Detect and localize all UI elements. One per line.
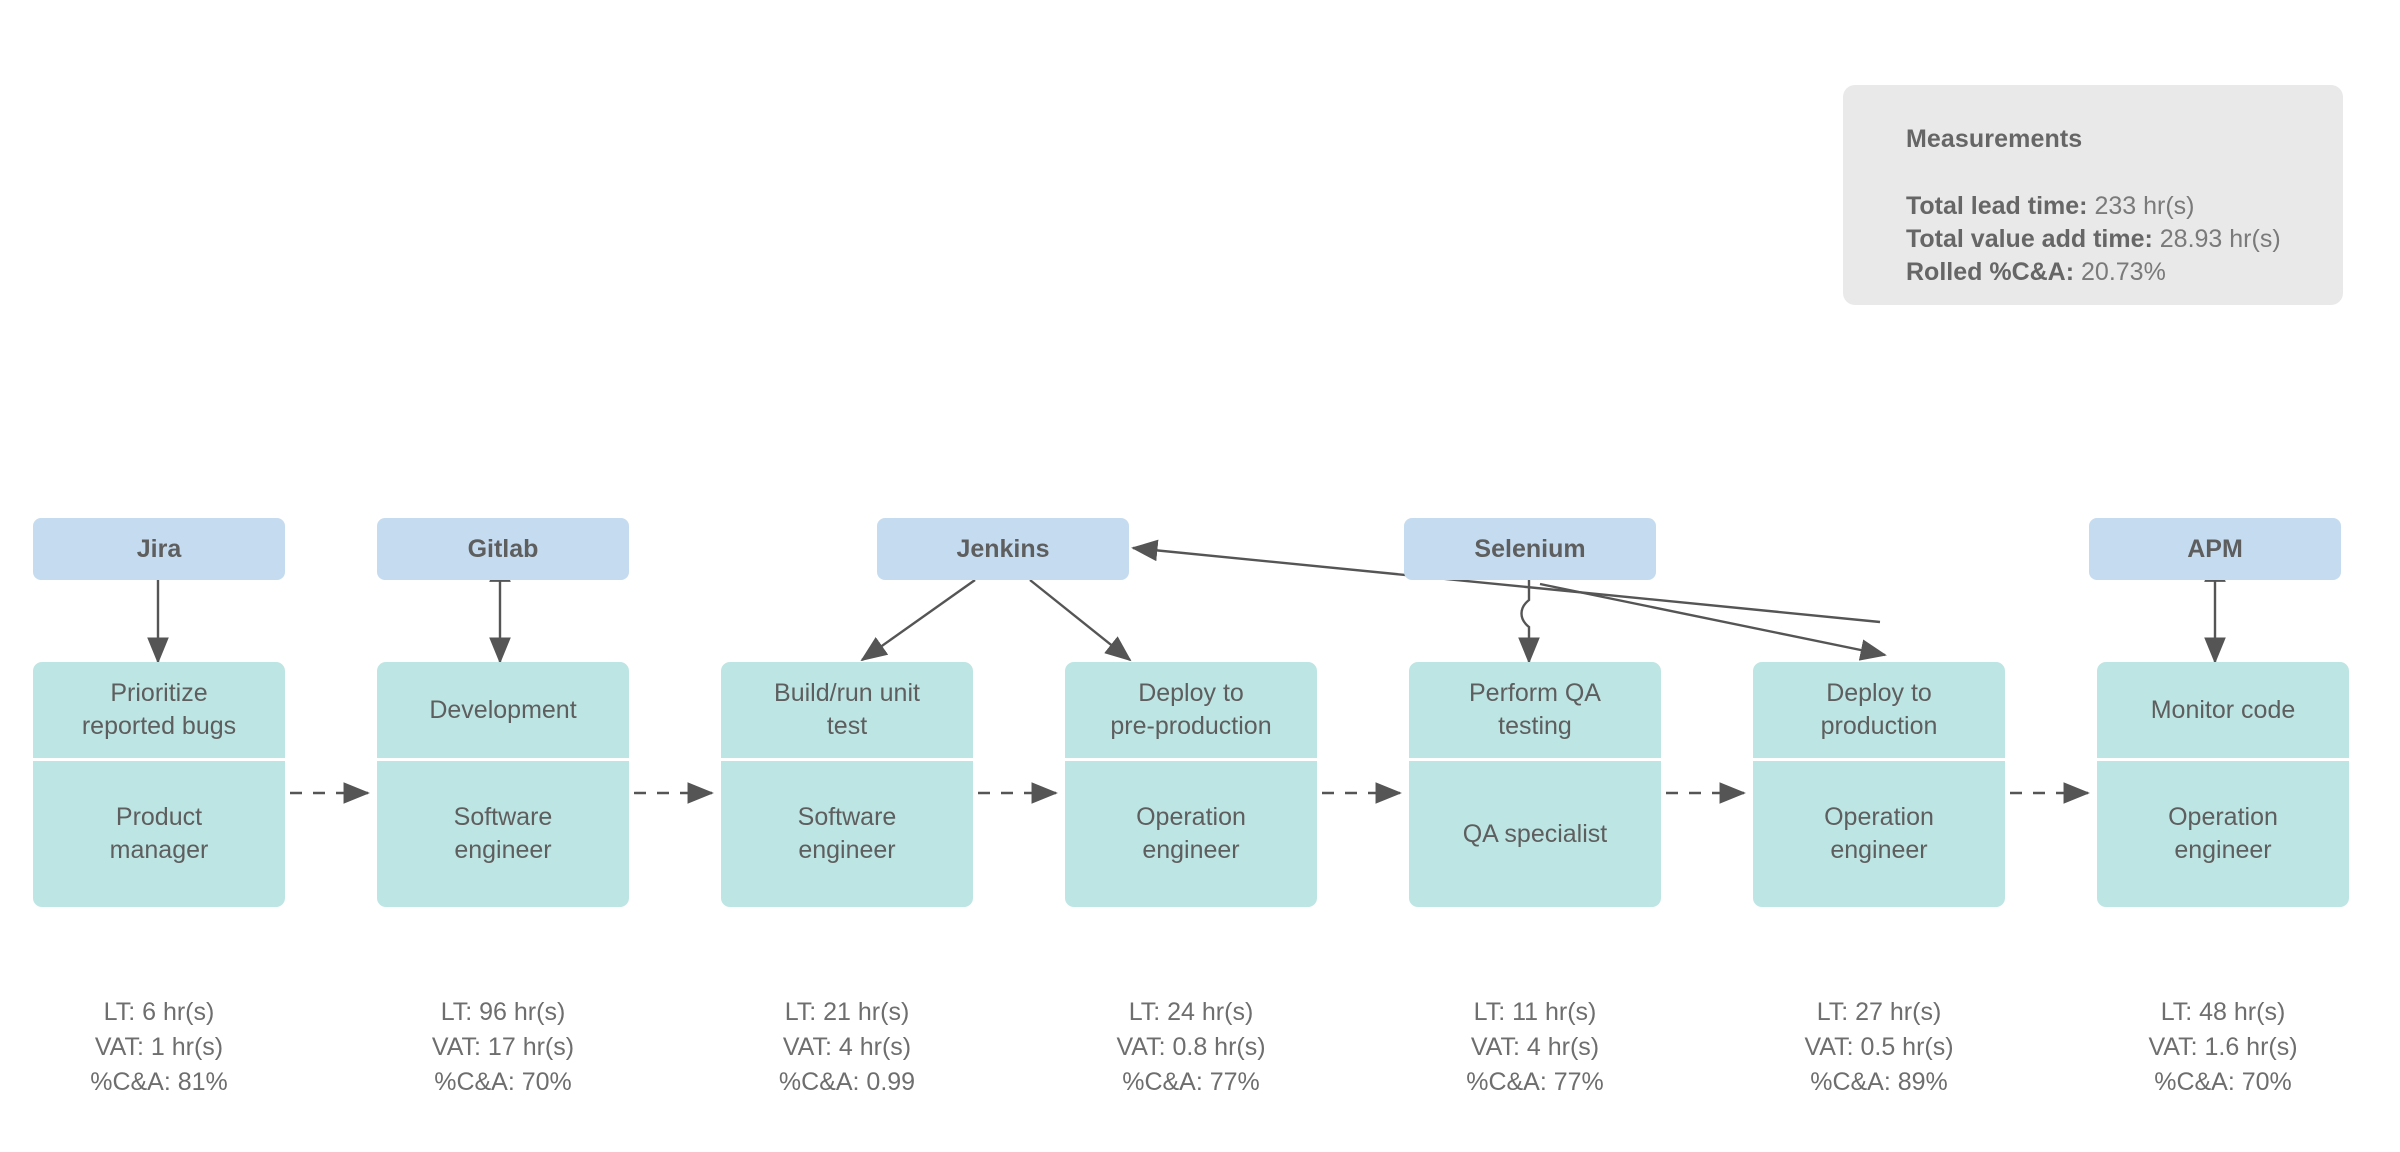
metric-complete-accurate: %C&A: 89%: [1810, 1068, 1948, 1096]
measurement-label: Total value add time:: [1906, 225, 2153, 253]
metric-value-add-time: VAT: 4 hr(s): [782, 1033, 912, 1061]
metric-complete-accurate: %C&A: 77%: [1466, 1068, 1604, 1096]
process-activity-label: Perform QA testing: [1469, 679, 1601, 740]
tool-label: APM: [2187, 534, 2243, 563]
connector-jenkins-to-deploy-pre-production: [1029, 579, 1132, 662]
connector-to-deploy-production: [1539, 582, 1887, 661]
process-activity-cell: Development: [377, 662, 629, 758]
measurement-total-value-add-time: Total value add time: 28.93 hr(s): [1906, 223, 2343, 256]
process-activity-cell: Monitor code: [2097, 662, 2349, 758]
measurements-panel: Measurements Total lead time: 233 hr(s) …: [1843, 85, 2343, 305]
metrics-build-run-unit-test: LT: 21 hr(s) VAT: 4 hr(s) %C&A: 0.99: [721, 995, 973, 1100]
metric-complete-accurate: %C&A: 0.99: [778, 1068, 916, 1096]
process-box-deploy-to-production[interactable]: Deploy to production Operation engineer: [1753, 662, 2005, 907]
measurements-title: Measurements: [1906, 125, 2083, 153]
measurement-label: Total lead time:: [1906, 192, 2088, 220]
process-divider: [1409, 758, 1661, 761]
metric-lead-time: LT: 21 hr(s): [784, 998, 910, 1026]
metric-value-add-time: VAT: 1 hr(s): [94, 1033, 224, 1061]
metrics-deploy-to-pre-production: LT: 24 hr(s) VAT: 0.8 hr(s) %C&A: 77%: [1065, 995, 1317, 1100]
metric-value-add-time: VAT: 0.5 hr(s): [1804, 1033, 1954, 1061]
metrics-monitor-code: LT: 48 hr(s) VAT: 1.6 hr(s) %C&A: 70%: [2097, 995, 2349, 1100]
process-divider: [2097, 758, 2349, 761]
process-divider: [33, 758, 285, 761]
connector-jenkins-to-build-unit-test: [860, 579, 976, 662]
metric-lead-time: LT: 27 hr(s): [1816, 998, 1942, 1026]
measurement-rolled-ca: Rolled %C&A: 20.73%: [1906, 256, 2343, 289]
process-divider: [1753, 758, 2005, 761]
process-divider: [377, 758, 629, 761]
process-role-label: Software engineer: [453, 803, 553, 864]
connector-selenium-to-qa-testing: [1518, 580, 1540, 664]
process-activity-label: Deploy to production: [1820, 679, 1938, 740]
process-role-label: QA specialist: [1462, 819, 1608, 848]
process-role-cell: Operation engineer: [1065, 761, 1317, 907]
process-role-cell: Operation engineer: [1753, 761, 2005, 907]
measurements-list: Total lead time: 233 hr(s) Total value a…: [1906, 190, 2343, 289]
measurement-label: Rolled %C&A:: [1906, 258, 2075, 286]
tool-label: Jenkins: [956, 534, 1050, 563]
metric-lead-time: LT: 11 hr(s): [1473, 998, 1597, 1026]
metric-complete-accurate: %C&A: 77%: [1122, 1068, 1260, 1096]
tool-label: Selenium: [1474, 534, 1586, 563]
process-activity-cell: Build/run unit test: [721, 662, 973, 758]
process-role-cell: Software engineer: [377, 761, 629, 907]
tool-box-selenium[interactable]: Selenium: [1404, 518, 1656, 580]
metric-value-add-time: VAT: 0.8 hr(s): [1116, 1033, 1266, 1061]
tool-label: Jira: [136, 534, 182, 563]
measurement-value: 28.93 hr(s): [2159, 225, 2281, 253]
metric-complete-accurate: %C&A: 70%: [434, 1068, 572, 1096]
process-box-build-run-unit-test[interactable]: Build/run unit test Software engineer: [721, 662, 973, 907]
tool-box-apm[interactable]: APM: [2089, 518, 2341, 580]
process-role-label: Operation engineer: [1136, 803, 1246, 864]
metric-lead-time: LT: 6 hr(s): [103, 998, 215, 1026]
process-divider: [721, 758, 973, 761]
process-activity-label: Monitor code: [2150, 695, 2296, 724]
metric-lead-time: LT: 24 hr(s): [1128, 998, 1254, 1026]
tool-box-jenkins[interactable]: Jenkins: [877, 518, 1129, 580]
tool-label: Gitlab: [467, 534, 539, 563]
metric-complete-accurate: %C&A: 81%: [90, 1068, 228, 1096]
metric-complete-accurate: %C&A: 70%: [2154, 1068, 2292, 1096]
metrics-perform-qa-testing: LT: 11 hr(s) VAT: 4 hr(s) %C&A: 77%: [1409, 995, 1661, 1100]
process-box-development[interactable]: Development Software engineer: [377, 662, 629, 907]
process-role-cell: Operation engineer: [2097, 761, 2349, 907]
process-activity-cell: Deploy to pre-production: [1065, 662, 1317, 758]
process-activity-label: Prioritize reported bugs: [81, 679, 237, 740]
process-activity-label: Deploy to pre-production: [1110, 679, 1272, 740]
metric-value-add-time: VAT: 17 hr(s): [431, 1033, 575, 1061]
process-role-label: Product manager: [109, 803, 209, 864]
process-role-label: Software engineer: [797, 803, 897, 864]
measurement-value: 20.73%: [2081, 258, 2166, 286]
process-role-cell: Software engineer: [721, 761, 973, 907]
metrics-deploy-to-production: LT: 27 hr(s) VAT: 0.5 hr(s) %C&A: 89%: [1753, 995, 2005, 1100]
process-activity-cell: Prioritize reported bugs: [33, 662, 285, 758]
process-box-perform-qa-testing[interactable]: Perform QA testing QA specialist: [1409, 662, 1661, 907]
metrics-prioritize-reported-bugs: LT: 6 hr(s) VAT: 1 hr(s) %C&A: 81%: [33, 995, 285, 1100]
process-activity-cell: Perform QA testing: [1409, 662, 1661, 758]
tool-box-jira[interactable]: Jira: [33, 518, 285, 580]
process-activity-label: Build/run unit test: [774, 679, 920, 740]
metrics-development: LT: 96 hr(s) VAT: 17 hr(s) %C&A: 70%: [377, 995, 629, 1100]
process-activity-cell: Deploy to production: [1753, 662, 2005, 758]
process-box-deploy-to-pre-production[interactable]: Deploy to pre-production Operation engin…: [1065, 662, 1317, 907]
tool-box-gitlab[interactable]: Gitlab: [377, 518, 629, 580]
metric-lead-time: LT: 96 hr(s): [440, 998, 566, 1026]
process-role-label: Operation engineer: [2168, 803, 2278, 864]
metric-lead-time: LT: 48 hr(s): [2160, 998, 2286, 1026]
process-role-cell: Product manager: [33, 761, 285, 907]
process-role-cell: QA specialist: [1409, 761, 1661, 907]
process-divider: [1065, 758, 1317, 761]
process-box-monitor-code[interactable]: Monitor code Operation engineer: [2097, 662, 2349, 907]
measurement-value: 233 hr(s): [2094, 192, 2195, 220]
measurement-total-lead-time: Total lead time: 233 hr(s): [1906, 190, 2343, 223]
process-role-label: Operation engineer: [1824, 803, 1934, 864]
process-activity-label: Development: [429, 695, 577, 724]
metric-value-add-time: VAT: 1.6 hr(s): [2148, 1033, 2298, 1061]
process-box-prioritize-reported-bugs[interactable]: Prioritize reported bugs Product manager: [33, 662, 285, 907]
metric-value-add-time: VAT: 4 hr(s): [1470, 1033, 1600, 1061]
